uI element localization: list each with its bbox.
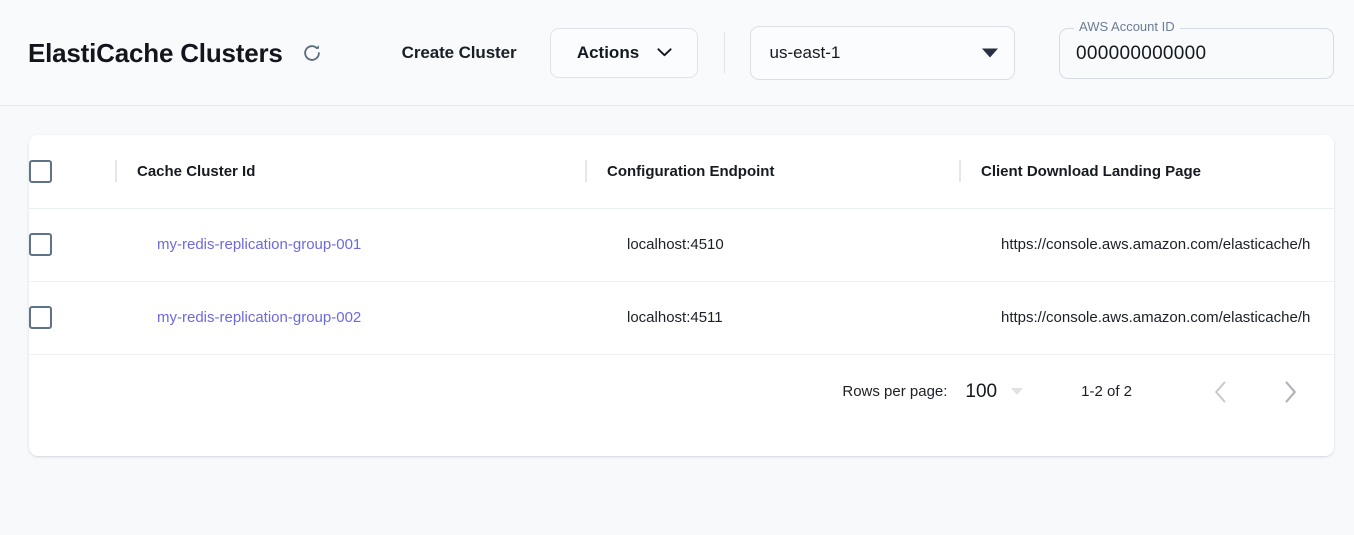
column-divider	[585, 160, 587, 183]
chevron-right-icon	[1285, 381, 1296, 402]
table-header-row: Cache Cluster Id Configuration Endpoint …	[29, 135, 1334, 209]
chevron-down-icon	[657, 48, 672, 57]
table-body: my-redis-replication-group-001 localhost…	[29, 208, 1334, 355]
page-title: ElastiCache Clusters	[28, 37, 283, 68]
rows-per-page-label: Rows per page:	[842, 383, 948, 400]
table-pagination: Rows per page: 100 1-2 of 2	[29, 355, 1334, 429]
configuration-endpoint-value: localhost:4510	[627, 236, 724, 253]
row-select-cell	[29, 281, 115, 355]
row-checkbox[interactable]	[29, 233, 52, 256]
select-all-header	[29, 135, 115, 209]
table-row: my-redis-replication-group-002 localhost…	[29, 281, 1334, 355]
column-header-cache-cluster-id[interactable]: Cache Cluster Id	[115, 135, 585, 209]
column-header-label: Client Download Landing Page	[981, 162, 1202, 180]
actions-button-label: Actions	[576, 42, 640, 62]
select-all-checkbox[interactable]	[29, 159, 52, 183]
cell-client-download-landing-page: https://console.aws.amazon.com/elasticac…	[959, 281, 1334, 355]
refresh-icon[interactable]	[297, 38, 327, 68]
create-cluster-button[interactable]: Create Cluster	[401, 42, 517, 62]
aws-account-id-label: AWS Account ID	[1074, 20, 1180, 33]
aws-account-id-value: 000000000000	[1076, 42, 1207, 64]
column-header-configuration-endpoint[interactable]: Configuration Endpoint	[585, 135, 959, 209]
configuration-endpoint-value: localhost:4511	[627, 309, 723, 326]
cell-client-download-landing-page: https://console.aws.amazon.com/elasticac…	[959, 208, 1334, 282]
clusters-table: Cache Cluster Id Configuration Endpoint …	[29, 135, 1334, 355]
client-download-landing-page-value: https://console.aws.amazon.com/elasticac…	[1001, 309, 1311, 326]
region-select-value: us-east-1	[769, 42, 841, 62]
pagination-range-label: 1-2 of 2	[1081, 383, 1132, 400]
cell-cache-cluster-id: my-redis-replication-group-002	[115, 281, 585, 355]
table-head: Cache Cluster Id Configuration Endpoint …	[29, 135, 1334, 209]
column-header-label: Cache Cluster Id	[137, 162, 256, 180]
row-select-cell	[29, 208, 115, 282]
row-checkbox[interactable]	[29, 306, 52, 329]
column-divider	[115, 160, 117, 183]
client-download-landing-page-value: https://console.aws.amazon.com/elasticac…	[1001, 236, 1311, 253]
column-header-label: Configuration Endpoint	[607, 162, 775, 180]
chevron-left-icon	[1214, 381, 1225, 402]
rows-per-page-select[interactable]: 100	[965, 380, 1024, 403]
header-divider	[724, 31, 726, 74]
title-group: ElastiCache Clusters	[28, 38, 327, 68]
column-header-client-download-landing-page[interactable]: Client Download Landing Page	[959, 135, 1334, 209]
app-header: ElastiCache Clusters Create Cluster Acti…	[0, 0, 1354, 106]
next-page-button[interactable]	[1268, 370, 1312, 414]
cell-configuration-endpoint: localhost:4510	[585, 208, 959, 282]
cluster-id-link[interactable]: my-redis-replication-group-002	[157, 309, 362, 326]
cell-configuration-endpoint: localhost:4511	[585, 281, 959, 355]
actions-button[interactable]: Actions	[550, 27, 699, 78]
previous-page-button[interactable]	[1198, 370, 1242, 414]
caret-down-icon	[1011, 388, 1024, 395]
refresh-icon-glyph	[303, 44, 320, 61]
clusters-card: Cache Cluster Id Configuration Endpoint …	[29, 135, 1334, 456]
rows-per-page-value: 100	[965, 380, 998, 402]
caret-down-icon	[982, 48, 999, 57]
region-select[interactable]: us-east-1	[750, 25, 1016, 80]
table-row: my-redis-replication-group-001 localhost…	[29, 208, 1334, 282]
aws-account-id-field[interactable]: AWS Account ID 000000000000	[1059, 20, 1334, 79]
cell-cache-cluster-id: my-redis-replication-group-001	[115, 208, 585, 282]
cluster-id-link[interactable]: my-redis-replication-group-001	[157, 236, 362, 253]
column-divider	[959, 160, 961, 183]
